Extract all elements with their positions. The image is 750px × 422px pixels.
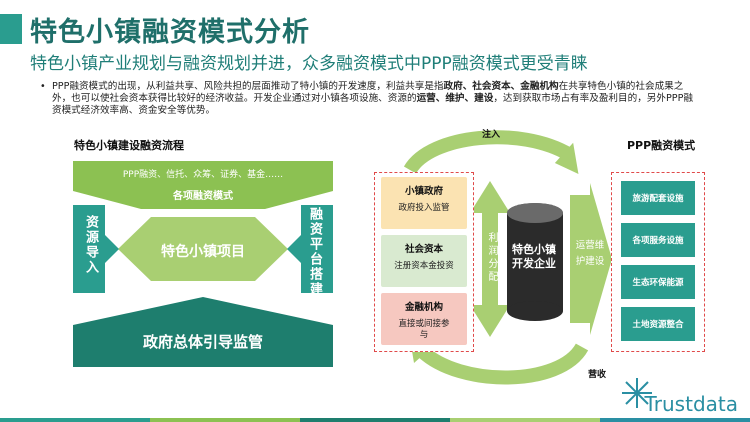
ppp-flow-arrows xyxy=(403,130,612,385)
ops-label: 运营维护建设 xyxy=(575,240,605,267)
bullet-paragraph: PPP融资模式的出现，从利益共享、风险共担的层面推动了特小镇的开发速度，利益共享… xyxy=(40,81,702,117)
left-section-title: 特色小镇建设融资流程 xyxy=(74,139,184,152)
party-government-title: 小镇政府 xyxy=(404,186,443,197)
funding-modes-label: 各项融资模式 xyxy=(173,191,233,202)
party-social-capital-sub: 注册资本金投资 xyxy=(394,261,454,271)
ppp-item-services: 各项服务设施 xyxy=(621,223,695,257)
bullet-text-2: 在共享特色小镇的社会成果之外，也可以使社会资本获得比较好的经济收益。开发企业通过… xyxy=(52,81,684,104)
financing-flow-diagram: PPP融资、信托、众筹、证券、基金…… 各项融资模式 资源导入 融资平台搭建 特… xyxy=(73,157,333,369)
party-financial: 金融机构 直接或间接参与 xyxy=(381,293,467,345)
page-title: 特色小镇融资模式分析 xyxy=(30,17,310,48)
party-social-capital: 社会资本 注册资本金投资 xyxy=(381,235,467,287)
right-arrow-shape xyxy=(287,205,333,293)
government-guidance-label: 政府总体引导监管 xyxy=(142,333,263,351)
trustdata-logo-icon xyxy=(622,378,652,408)
resource-import-label: 资源导入 xyxy=(83,215,98,275)
party-financial-sub: 直接或间接参与 xyxy=(398,319,450,340)
top-funnel-shape xyxy=(73,161,333,209)
bullet-bold-2: 运营、维护、建设 xyxy=(416,93,494,104)
inject-arc xyxy=(403,130,574,175)
party-government-sub: 政府投入监管 xyxy=(398,203,450,213)
ppp-item-land: 土地资源整合 xyxy=(621,307,695,341)
profit-arrow-down xyxy=(470,305,510,337)
bullet-text-3: ，达到获取市场占有率及盈利目的，另外PPP融资模式经济效率高、资金安全等优势。 xyxy=(52,93,693,116)
bullet-bold-1: 政府、社会资本、金融机构 xyxy=(443,81,559,92)
bullet-text-1: PPP融资模式的出现，从利益共享、风险共担的层面推动了特小镇的开发速度，利益共享… xyxy=(52,81,444,92)
party-government: 小镇政府 政府投入监管 xyxy=(381,177,467,229)
revenue-arc xyxy=(417,343,589,385)
trustdata-logo-text: Trustdata xyxy=(644,392,739,416)
profit-arrow-up xyxy=(470,181,510,213)
inject-label: 注入 xyxy=(482,130,501,140)
title-accent-bar xyxy=(0,14,22,44)
ppp-box: 旅游配套设施 各项服务设施 生态环保能源 土地资源整合 xyxy=(611,172,705,352)
parties-box: 小镇政府 政府投入监管 社会资本 注册资本金投资 金融机构 直接或间接参与 xyxy=(374,172,474,352)
page-subtitle: 特色小镇产业规划与融资规划并进，众多融资模式中PPP融资模式更受青睐 xyxy=(30,54,588,74)
left-arrow-shape xyxy=(73,205,119,293)
footer-color-bar xyxy=(0,418,750,422)
center-project-label: 特色小镇项目 xyxy=(161,244,245,260)
ppp-section-title: PPP融资模式 xyxy=(627,139,696,152)
ppp-item-eco-energy: 生态环保能源 xyxy=(621,265,695,299)
platform-build-label: 融资平台搭建 xyxy=(307,207,322,297)
revenue-label: 营收 xyxy=(588,370,607,380)
financing-flow-shapes xyxy=(73,161,333,367)
center-hex-shape xyxy=(118,217,288,281)
bottom-shape xyxy=(73,297,333,367)
party-social-capital-title: 社会资本 xyxy=(404,244,443,255)
cylinder-top xyxy=(507,203,563,223)
dev-company-label: 特色小镇开发企业 xyxy=(512,243,556,270)
party-financial-title: 金融机构 xyxy=(404,302,443,313)
profit-distribution-label: 利润分配 xyxy=(486,232,497,284)
funding-types-text: PPP融资、信托、众筹、证券、基金…… xyxy=(122,170,284,180)
ppp-item-tourism: 旅游配套设施 xyxy=(621,181,695,215)
inject-arrowhead xyxy=(554,142,579,174)
ops-arrow xyxy=(570,183,612,335)
